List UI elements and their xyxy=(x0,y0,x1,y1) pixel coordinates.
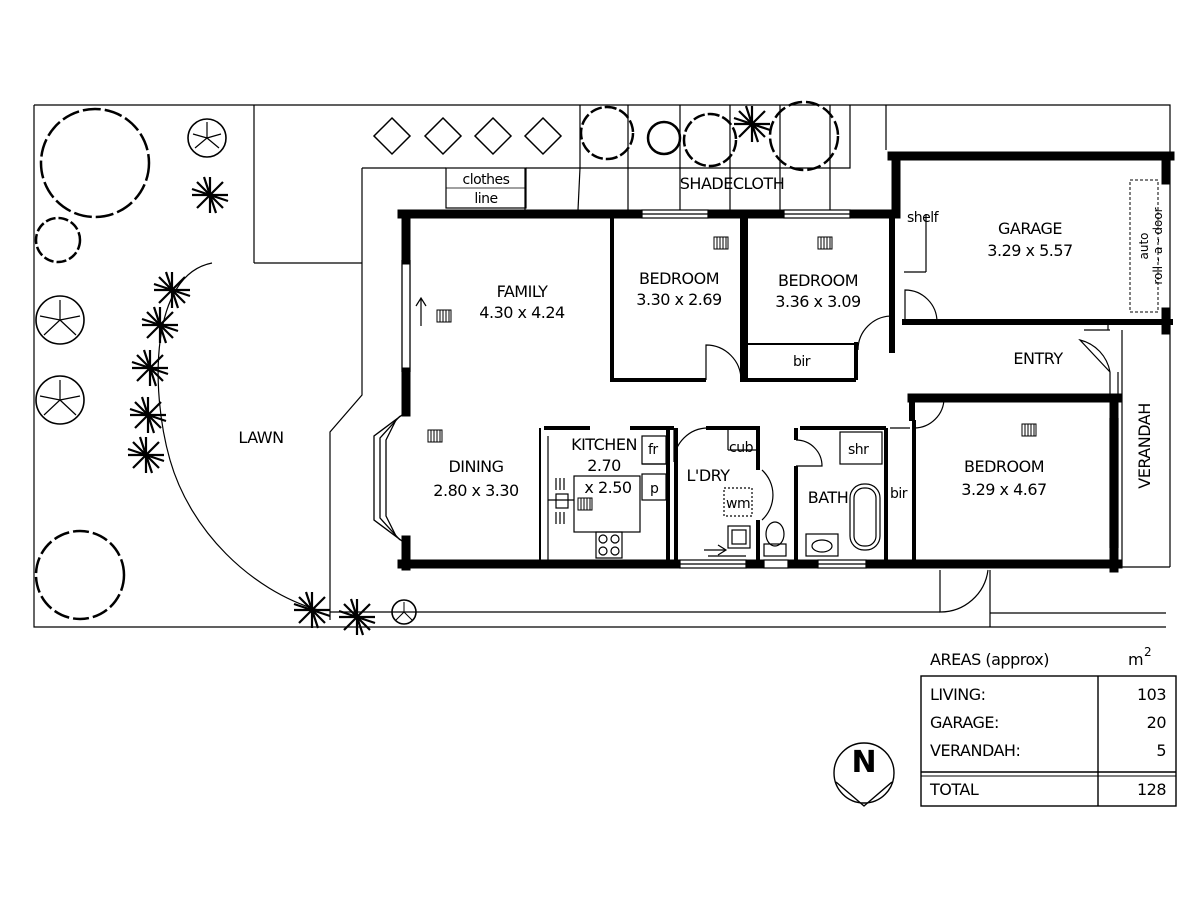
north-letter: N xyxy=(851,745,876,780)
bedroom2-dims: 3.36 x 3.09 xyxy=(775,292,861,311)
bedroom1-name: BEDROOM xyxy=(639,269,719,288)
garage-door: auto roll - a - door xyxy=(1129,179,1165,313)
small-trees xyxy=(35,118,417,625)
auto-label: auto xyxy=(1137,232,1151,259)
bedroom1-dims: 3.30 x 2.69 xyxy=(636,290,722,309)
arrow-icon xyxy=(415,296,427,326)
garage-dims: 3.29 x 5.57 xyxy=(987,241,1072,260)
family-dims: 4.30 x 4.24 xyxy=(479,303,565,322)
garage-name: GARAGE xyxy=(998,219,1062,238)
bedroom3-dims: 3.29 x 4.67 xyxy=(961,480,1046,499)
cupboard-label: cub xyxy=(729,440,754,456)
dining-dims: 2.80 x 3.30 xyxy=(433,481,519,500)
shelf-label: shelf xyxy=(907,210,940,226)
bay-window xyxy=(373,260,411,545)
bath-fixtures xyxy=(805,431,883,557)
roll-a-door-label: roll - a - door xyxy=(1151,207,1165,284)
toilet-fixture xyxy=(763,521,787,557)
area-row-label: LIVING: xyxy=(930,685,986,704)
clothes-label: clothes xyxy=(463,172,510,188)
line-label: line xyxy=(474,191,497,207)
trees xyxy=(34,100,840,621)
room-labels: FAMILY 4.30 x 4.24 BEDROOM 3.30 x 2.69 B… xyxy=(238,174,1154,507)
clothes-line: clothes line xyxy=(445,167,527,209)
windows xyxy=(641,209,1119,569)
laundry-fixtures xyxy=(704,428,758,557)
garage-shelf: shelf xyxy=(904,210,940,273)
site-boundary xyxy=(33,104,1171,628)
shrub-diamonds xyxy=(372,116,563,156)
area-row-label: VERANDAH: xyxy=(930,741,1020,760)
area-row-value: 103 xyxy=(1137,685,1166,704)
kitchen-dims-2: x 2.50 xyxy=(584,478,632,497)
bedroom2-name: BEDROOM xyxy=(778,271,858,290)
area-row-value: 20 xyxy=(1147,713,1167,732)
kitchen-fixtures xyxy=(547,435,668,560)
vent-icons xyxy=(427,236,1037,511)
shower-label: shr xyxy=(848,442,869,458)
bir-label-2: bir xyxy=(890,486,908,502)
dining-name: DINING xyxy=(448,457,503,476)
laundry-name: L'DRY xyxy=(687,466,731,485)
pantry-label: p xyxy=(650,481,659,497)
door-swings xyxy=(673,289,1111,613)
areas-title: AREAS (approx) xyxy=(930,650,1049,669)
lawn-name: LAWN xyxy=(238,428,283,447)
compass: N xyxy=(833,742,895,807)
washing-machine-label: wm xyxy=(726,496,750,512)
family-name: FAMILY xyxy=(497,282,548,301)
shadecloth-label: SHADECLOTH xyxy=(680,174,784,193)
area-row-label: GARAGE: xyxy=(930,713,999,732)
interior-walls xyxy=(539,214,916,560)
areas-unit: m xyxy=(1128,650,1143,669)
kitchen-dims-1: 2.70 xyxy=(587,456,621,475)
verandah-name: VERANDAH xyxy=(1135,403,1154,488)
areas-unit-sup: 2 xyxy=(1144,645,1152,659)
bath-name: BATH xyxy=(808,488,848,507)
entry-name: ENTRY xyxy=(1013,349,1063,368)
bir-label-1: bir xyxy=(793,354,811,370)
fridge-label: fr xyxy=(648,442,658,458)
area-row-value: 5 xyxy=(1156,741,1166,760)
area-total-label: TOTAL xyxy=(929,780,979,799)
areas-table: AREAS (approx) m 2 LIVING: 103 GARAGE: 2… xyxy=(920,645,1177,807)
kitchen-name: KITCHEN xyxy=(571,435,637,454)
palm-plants xyxy=(127,105,771,636)
bedroom3-name: BEDROOM xyxy=(964,457,1044,476)
area-total-value: 128 xyxy=(1137,780,1166,799)
